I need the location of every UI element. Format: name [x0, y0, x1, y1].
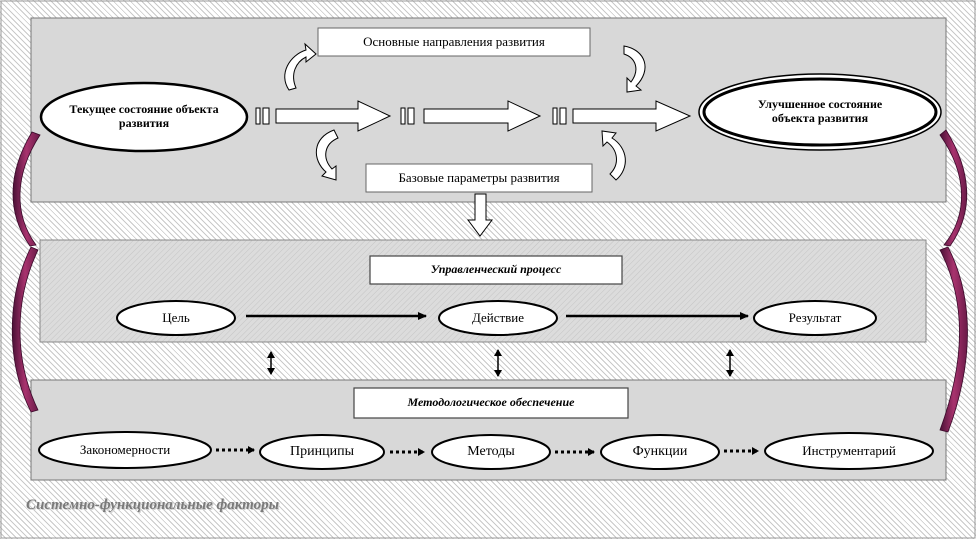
curl-arrow-4 [601, 130, 626, 181]
functions-ellipse [600, 434, 720, 470]
improved-state-ellipse-outer [698, 73, 942, 151]
directions-box [317, 27, 591, 57]
action-ellipse [438, 300, 558, 336]
methods-label: Методы [467, 443, 515, 459]
goal-ellipse [116, 300, 236, 336]
method-title-box [353, 387, 629, 419]
process-title-box [369, 255, 623, 285]
result-ellipse [753, 300, 877, 336]
footer-caption: Системно-функциональные факторы [26, 497, 280, 513]
result-label: Результат [788, 309, 842, 325]
regularities-ellipse [38, 431, 212, 469]
toolkit-label: Инструментарий [802, 442, 896, 458]
principles-ellipse [259, 434, 385, 470]
left-arc-lower [11, 246, 39, 413]
curl-arrow-2 [623, 45, 646, 93]
current-state-label: Текущее состояние объекта развития [69, 102, 219, 130]
down-block-arrow [467, 193, 493, 237]
right-arc-lower [939, 246, 968, 433]
params-box [365, 163, 593, 193]
improved-state-ellipse-inner [702, 77, 938, 147]
process-title: Управленческий процесс [430, 262, 562, 277]
curl-arrow-1 [284, 42, 317, 91]
block-arrow-2 [400, 100, 542, 132]
curl-arrow-3 [316, 129, 339, 181]
action-label: Действие [471, 309, 525, 325]
regularities-label: Закономерности [79, 441, 171, 457]
methods-ellipse [431, 434, 551, 470]
left-arc-upper [12, 131, 41, 247]
toolkit-ellipse [764, 432, 934, 470]
block-arrow-1 [255, 100, 392, 132]
principles-label: Принципы [290, 443, 354, 459]
params-label: Базовые параметры развития [398, 169, 560, 185]
method-title: Методологическое обеспечение [407, 395, 575, 410]
directions-label: Основные направления развития [363, 33, 545, 49]
right-arc-upper [939, 129, 968, 247]
block-arrow-3 [552, 100, 692, 132]
functions-label: Функции [632, 443, 688, 459]
improved-state-label: Улучшенное состояние объекта развития [757, 97, 883, 125]
goal-label: Цель [162, 309, 190, 325]
current-state-ellipse [39, 81, 249, 153]
